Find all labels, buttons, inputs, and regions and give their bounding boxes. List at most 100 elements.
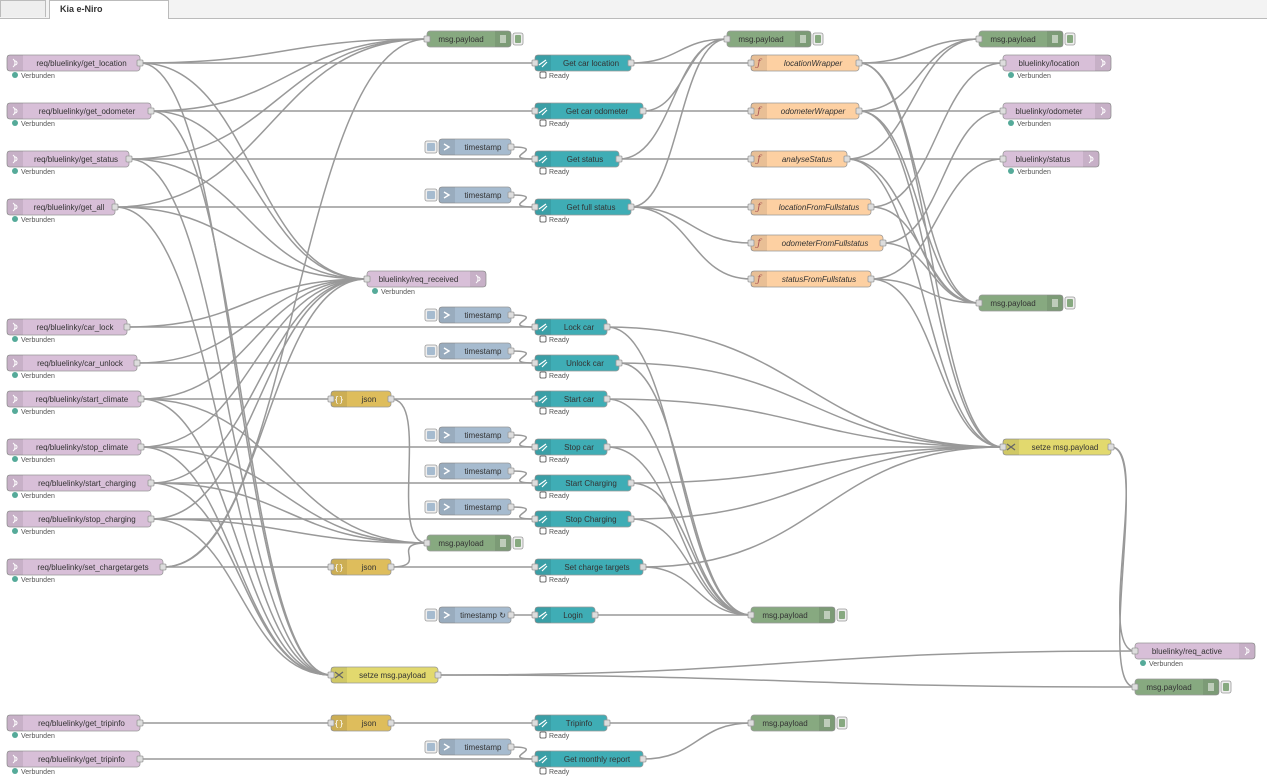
output-port[interactable] (507, 743, 515, 751)
wire-mqin_get_odometer-to-debug_top[interactable] (150, 38, 428, 112)
wire-inject_ts_5-to-http_stop_car[interactable] (510, 434, 536, 448)
output-port[interactable] (627, 203, 635, 211)
wire-fn_location_wrapper-to-debug_right_mid[interactable] (858, 62, 980, 304)
output-port[interactable] (603, 323, 611, 331)
wire-mqin_stop_charging-to-debug_mid[interactable] (150, 518, 428, 544)
output-port[interactable] (855, 107, 863, 115)
input-port[interactable] (747, 59, 755, 67)
output-port[interactable] (879, 239, 887, 247)
node-inject-ts-4[interactable]: timestamp (424, 342, 515, 360)
node-inject-ts-login[interactable]: timestamp ↻ (424, 606, 515, 624)
wire-fn_odometer_from_full-to-debug_right_mid[interactable] (882, 242, 980, 304)
output-port[interactable] (111, 203, 119, 211)
output-port[interactable] (125, 155, 133, 163)
node-inject-ts-7[interactable]: timestamp (424, 498, 515, 516)
input-port[interactable] (1131, 647, 1139, 655)
wire-mqin_get_location-to-debug_top[interactable] (139, 38, 428, 64)
wire-inject_ts_3-to-http_lock_car[interactable] (510, 314, 536, 328)
wire-mqin_start_charging-to-mqout_req_received[interactable] (150, 278, 368, 484)
wire-fn_status_from_full-to-mqout_status[interactable] (870, 158, 1004, 280)
input-port[interactable] (999, 59, 1007, 67)
input-port[interactable] (531, 107, 539, 115)
wire-http_get_car_location-to-debug_http_top[interactable] (630, 38, 728, 64)
input-port[interactable] (531, 359, 539, 367)
wire-fn_analyse_status-to-change_right[interactable] (846, 158, 1004, 448)
input-port[interactable] (747, 239, 755, 247)
output-port[interactable] (627, 515, 635, 523)
wire-mqin_start_climate-to-debug_mid[interactable] (140, 398, 428, 544)
node-inject-ts-5[interactable]: timestamp (424, 426, 515, 444)
wire-mqin_start_charging-to-debug_mid[interactable] (150, 482, 428, 544)
node-inject-ts-3[interactable]: timestamp (424, 306, 515, 324)
input-port[interactable] (531, 563, 539, 571)
wire-mqin_get_location-to-mqout_req_received[interactable] (139, 62, 368, 280)
wire-mqin_stop_climate-to-debug_mid[interactable] (140, 446, 428, 544)
output-port[interactable] (639, 755, 647, 763)
input-port[interactable] (531, 611, 539, 619)
node-debug-top[interactable]: msg.payload (423, 30, 524, 48)
output-port[interactable] (603, 719, 611, 727)
wire-fn_location_from_full-to-mqout_location[interactable] (870, 62, 1004, 208)
wire-change_right-to-mqout_req_active[interactable] (1110, 446, 1136, 652)
wire-fn_location_wrapper-to-debug_right_top[interactable] (858, 38, 980, 64)
node-debug-mid[interactable]: msg.payload (423, 534, 524, 552)
output-port[interactable] (147, 515, 155, 523)
input-port[interactable] (531, 323, 539, 331)
input-port[interactable] (531, 203, 539, 211)
wire-change_left-to-mqout_req_active[interactable] (437, 650, 1136, 676)
wire-mqin_get_odometer-to-mqout_req_received[interactable] (150, 110, 368, 280)
output-port[interactable] (507, 611, 515, 619)
node-debug-http-top[interactable]: msg.payload (723, 30, 824, 48)
output-port[interactable] (137, 443, 145, 451)
output-port[interactable] (843, 155, 851, 163)
wire-mqin_start_climate-to-change_left[interactable] (140, 398, 332, 676)
output-port[interactable] (855, 59, 863, 67)
wire-fn_location_wrapper-to-change_right[interactable] (858, 62, 1004, 448)
input-port[interactable] (327, 395, 335, 403)
wire-http_get_full_status-to-debug_http_top[interactable] (630, 38, 728, 208)
output-port[interactable] (387, 395, 395, 403)
wire-mqin_stop_charging-to-change_left[interactable] (150, 518, 332, 676)
tab-kia-e-niro[interactable]: Kia e-Niro (49, 0, 169, 19)
wire-inject_ts_8-to-http_get_monthly_report[interactable] (510, 746, 536, 760)
input-port[interactable] (531, 395, 539, 403)
wire-http_stop_charging-to-debug_login[interactable] (630, 518, 752, 616)
wire-http_get_monthly_report-to-debug_trip[interactable] (642, 722, 752, 760)
wire-fn_odometer_wrapper-to-debug_right_mid[interactable] (858, 110, 980, 304)
wire-http_start_car-to-change_right[interactable] (606, 398, 1004, 448)
wire-mqin_get_status-to-mqout_req_received[interactable] (128, 158, 368, 280)
node-http-login[interactable]: Login (531, 606, 599, 624)
output-port[interactable] (615, 359, 623, 367)
output-port[interactable] (507, 431, 515, 439)
wire-fn_status_from_full-to-change_right[interactable] (870, 278, 1004, 448)
input-port[interactable] (531, 515, 539, 523)
output-port[interactable] (387, 563, 395, 571)
output-port[interactable] (137, 395, 145, 403)
input-port[interactable] (747, 611, 755, 619)
node-debug-login[interactable]: msg.payload (747, 606, 848, 624)
output-port[interactable] (507, 503, 515, 511)
node-inject-ts-8[interactable]: timestamp (424, 738, 515, 756)
wire-inject_ts_6-to-http_start_charging[interactable] (510, 470, 536, 484)
input-port[interactable] (531, 719, 539, 727)
node-debug-right-mid[interactable]: msg.payload (975, 294, 1076, 312)
wire-mqin_stop_climate-to-mqout_req_received[interactable] (140, 278, 368, 448)
